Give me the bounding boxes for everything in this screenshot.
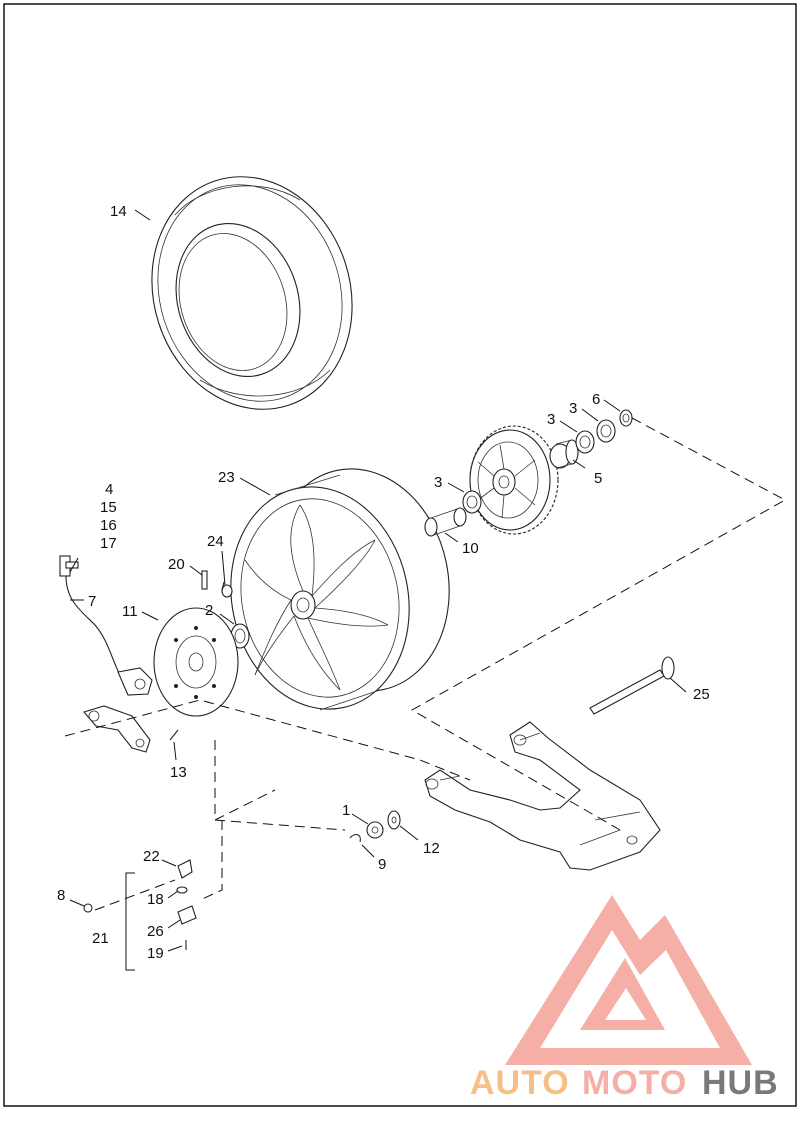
callout-14: 14 [110, 203, 127, 220]
callout-25: 25 [693, 686, 710, 703]
callout-26: 26 [147, 923, 164, 940]
assembly-lines [64, 417, 787, 911]
washer-18 [176, 886, 188, 894]
callout-23: 23 [218, 469, 235, 486]
clip-9 [349, 833, 361, 843]
seal-6 [619, 409, 633, 427]
plug-8 [83, 903, 93, 913]
watermark-text-auto: AUTO [470, 1064, 570, 1102]
callouts: 14 23 3 3 3 6 5 10 4 15 16 17 7 11 20 24… [57, 203, 710, 962]
nut-24 [221, 584, 233, 598]
callout-3: 3 [569, 400, 577, 417]
callout-21: 21 [92, 930, 109, 947]
leader-lines [69, 209, 687, 952]
callout-11: 11 [122, 603, 138, 620]
callout-17: 17 [100, 535, 117, 552]
swingarm [424, 721, 661, 871]
pin-20 [201, 570, 208, 590]
bearing-3b [596, 419, 616, 443]
callout-15: 15 [100, 499, 117, 516]
callout-8: 8 [57, 887, 65, 904]
kit-bracket-21 [125, 872, 135, 971]
sensor-bracket-22 [177, 859, 193, 879]
callout-20: 20 [168, 556, 185, 573]
callout-3: 3 [547, 411, 555, 428]
wheel-speed-sensor [59, 555, 121, 676]
screw-13 [169, 729, 179, 741]
callout-24: 24 [207, 533, 224, 550]
tire [151, 176, 353, 410]
callout-3: 3 [434, 474, 442, 491]
callout-10: 10 [462, 540, 479, 557]
callout-4: 4 [105, 481, 113, 498]
brake-rotor [153, 607, 239, 717]
rear-axle [589, 656, 675, 715]
spacer-sleeve-10 [424, 507, 467, 537]
callout-18: 18 [147, 891, 164, 908]
axle-nut-1 [366, 821, 384, 839]
callout-12: 12 [423, 840, 440, 857]
callout-1: 1 [342, 802, 350, 819]
callout-22: 22 [143, 848, 160, 865]
diagram-frame [3, 3, 797, 1107]
callout-2: 2 [205, 602, 213, 619]
callout-9: 9 [378, 856, 386, 873]
bearing-3a [575, 430, 595, 454]
callout-5: 5 [594, 470, 602, 487]
watermark-text-moto: MOTO [582, 1064, 687, 1102]
wheel [230, 468, 450, 711]
bearing-3c [462, 490, 482, 514]
callout-16: 16 [100, 517, 117, 534]
caliper-bracket [83, 667, 153, 753]
callout-19: 19 [147, 945, 164, 962]
watermark-text-hub: HUB [702, 1064, 779, 1102]
washer-12 [387, 810, 401, 830]
spacer-5 [549, 439, 579, 469]
callout-13: 13 [170, 764, 187, 781]
callout-7: 7 [88, 593, 96, 610]
rear-pulley [469, 425, 559, 535]
watermark-logo: AUTO MOTO HUB [470, 895, 779, 1102]
callout-6: 6 [592, 391, 600, 408]
clamp-26 [177, 905, 197, 925]
